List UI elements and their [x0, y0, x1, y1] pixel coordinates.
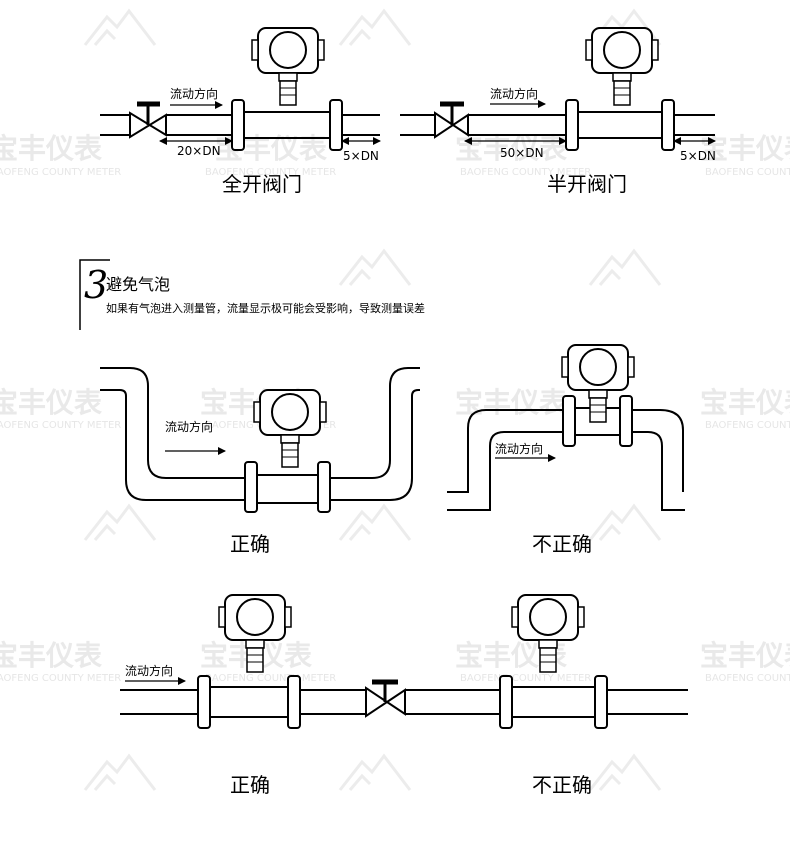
- diagram-inverted-u-pipe-incorrect: [447, 395, 685, 511]
- section-number: 3: [84, 263, 108, 307]
- watermark-mountain-icon: [83, 504, 157, 542]
- flange: [231, 99, 245, 151]
- section-title: 避免气泡: [106, 275, 170, 294]
- flow-meter-icon: [251, 27, 325, 106]
- valve-icon: [434, 101, 469, 139]
- flange: [287, 675, 301, 729]
- caption-correct: 正确: [230, 773, 270, 797]
- watermark-en: BAOFENG COUNTY METER: [460, 673, 591, 684]
- watermark-cn: 宝丰仪表: [0, 132, 102, 165]
- flange: [619, 395, 633, 447]
- watermark-en: BAOFENG COUNTY METER: [705, 167, 790, 178]
- caption-incorrect: 不正确: [532, 773, 592, 797]
- downstream-dimension-label: 5×DN: [680, 149, 716, 163]
- flow-meter-icon: [253, 389, 327, 468]
- watermark-en: BAOFENG COUNTY METER: [705, 673, 790, 684]
- watermark-en: BAOFENG COUNTY METER: [0, 673, 121, 684]
- section-heading: 3 避免气泡 如果有气泡进入测量管，流量显示极可能会受影响，导致测量误差: [79, 259, 425, 330]
- watermark-en: BAOFENG COUNTY METER: [0, 420, 121, 431]
- watermark-en: BAOFENG COUNTY METER: [205, 167, 336, 178]
- watermark-en: BAOFENG COUNTY METER: [205, 673, 336, 684]
- flange: [499, 675, 513, 729]
- flange: [317, 461, 331, 513]
- watermark-mountain-icon: [588, 249, 662, 287]
- caption-correct: 正确: [230, 532, 270, 556]
- watermark-cn: 宝丰仪表: [0, 639, 102, 672]
- diagram-u-pipe-correct: [100, 367, 420, 513]
- diagram-full-open-valve: [100, 99, 381, 151]
- watermark-mountain-icon: [338, 504, 412, 542]
- watermark-mountain-icon: [588, 754, 662, 792]
- caption-half-open: 半开阀门: [547, 172, 627, 196]
- watermark-en: BAOFENG COUNTY METER: [460, 167, 591, 178]
- valve-icon: [129, 101, 167, 139]
- flow-direction-label: 流动方向: [170, 86, 218, 101]
- flow-meter-icon: [585, 27, 659, 106]
- flange: [594, 675, 608, 729]
- watermark-mountain-icon: [83, 754, 157, 792]
- watermark-cn: 宝丰仪表: [700, 639, 790, 672]
- flange: [661, 99, 675, 151]
- flow-direction-label: 流动方向: [495, 441, 543, 456]
- flange: [565, 99, 579, 151]
- flange: [197, 675, 211, 729]
- upstream-dimension-label: 50×DN: [500, 146, 544, 160]
- watermark-mountain-icon: [338, 754, 412, 792]
- flange: [562, 395, 576, 447]
- section-bracket: [79, 259, 110, 330]
- flange: [244, 461, 258, 513]
- watermark-en: BAOFENG COUNTY METER: [705, 420, 790, 431]
- watermark-cn: 宝丰仪表: [700, 386, 790, 419]
- caption-full-open: 全开阀门: [222, 172, 302, 196]
- upstream-dimension-label: 20×DN: [177, 144, 221, 158]
- watermark-mountain-icon: [338, 249, 412, 287]
- watermark-mountain-icon: [588, 504, 662, 542]
- caption-incorrect: 不正确: [532, 532, 592, 556]
- flow-direction-label: 流动方向: [125, 663, 173, 678]
- watermark-en: BAOFENG COUNTY METER: [0, 167, 121, 178]
- watermark-mountain-icon: [338, 9, 412, 47]
- valve-icon: [365, 679, 406, 718]
- section-note: 如果有气泡进入测量管，流量显示极可能会受影响，导致测量误差: [106, 301, 425, 315]
- diagram-valve-position: [120, 675, 688, 729]
- flange: [329, 99, 343, 151]
- flow-direction-label: 流动方向: [490, 86, 538, 101]
- flow-direction-label: 流动方向: [165, 419, 213, 434]
- downstream-dimension-label: 5×DN: [343, 149, 379, 163]
- diagram-half-open-valve: [400, 99, 716, 151]
- watermark-cn: 宝丰仪表: [0, 386, 102, 419]
- watermark-mountain-icon: [83, 9, 157, 47]
